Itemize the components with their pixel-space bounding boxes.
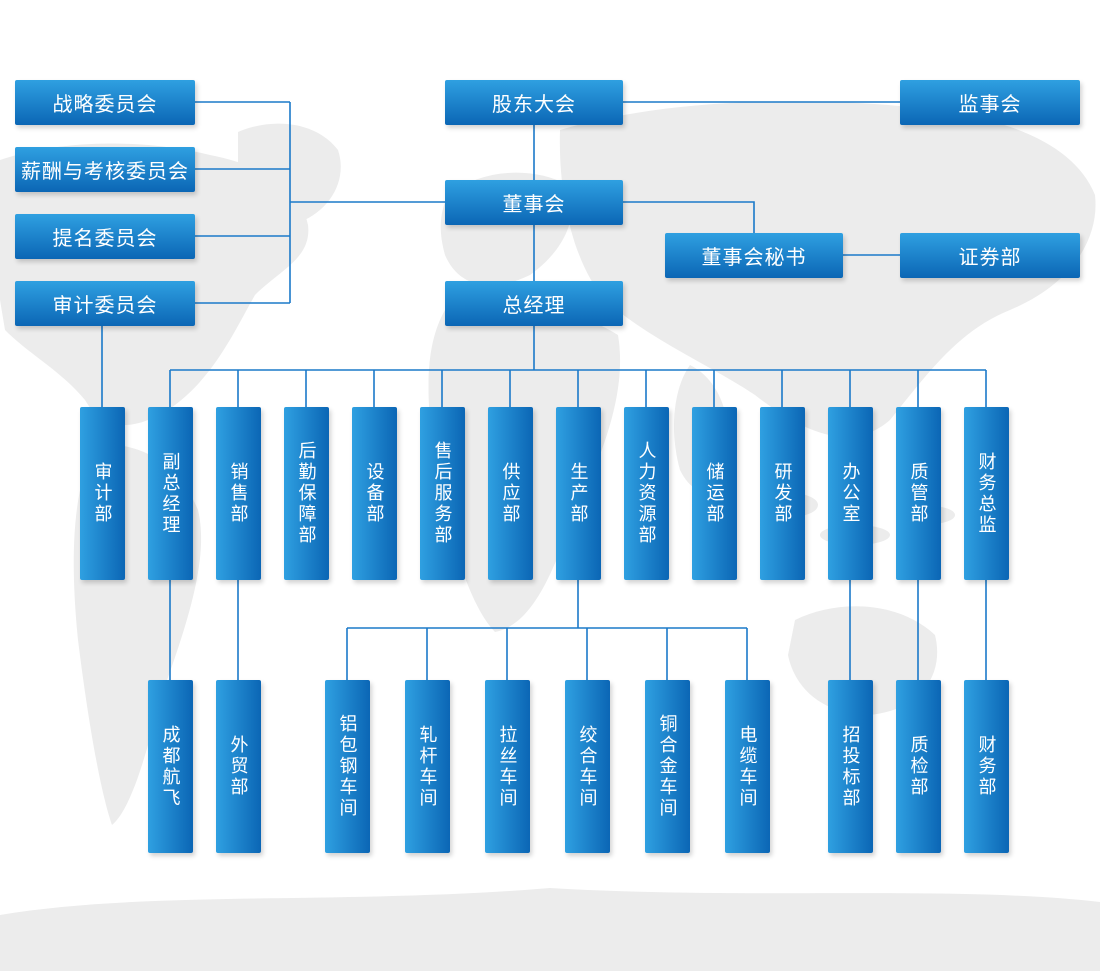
- node-supervisory-board: 监事会: [900, 80, 1080, 125]
- node-general-manager: 总经理: [445, 281, 623, 326]
- node-stranding-workshop: 绞合车间: [565, 680, 610, 853]
- node-chengdu-hangfei: 成都航飞: [148, 680, 193, 853]
- node-wire-drawing-workshop: 拉丝车间: [485, 680, 530, 853]
- node-deputy-general-manager: 副总经理: [148, 407, 193, 580]
- node-board-of-directors: 董事会: [445, 180, 623, 225]
- node-audit-committee: 审计委员会: [15, 281, 195, 326]
- node-production-dept: 生产部: [556, 407, 601, 580]
- node-storage-transport-dept: 储运部: [692, 407, 737, 580]
- node-strategy-committee: 战略委员会: [15, 80, 195, 125]
- node-rolling-rod-workshop: 轧杆车间: [405, 680, 450, 853]
- node-hr-dept: 人力资源部: [624, 407, 669, 580]
- node-sales-dept: 销售部: [216, 407, 261, 580]
- node-audit-dept: 审计部: [80, 407, 125, 580]
- node-alclad-steel-workshop: 铝包钢车间: [325, 680, 370, 853]
- node-equipment-dept: 设备部: [352, 407, 397, 580]
- node-copper-alloy-workshop: 铜合金车间: [645, 680, 690, 853]
- node-logistics-support-dept: 后勤保障部: [284, 407, 329, 580]
- node-quality-mgmt-dept: 质管部: [896, 407, 941, 580]
- node-finance-dept: 财务部: [964, 680, 1009, 853]
- node-bidding-dept: 招投标部: [828, 680, 873, 853]
- node-remuneration-committee: 薪酬与考核委员会: [15, 147, 195, 192]
- node-finance-director: 财务总监: [964, 407, 1009, 580]
- node-office: 办公室: [828, 407, 873, 580]
- node-securities-dept: 证券部: [900, 233, 1080, 278]
- node-shareholders-meeting: 股东大会: [445, 80, 623, 125]
- node-foreign-trade-dept: 外贸部: [216, 680, 261, 853]
- node-board-secretary: 董事会秘书: [665, 233, 843, 278]
- node-supply-dept: 供应部: [488, 407, 533, 580]
- node-rd-dept: 研发部: [760, 407, 805, 580]
- node-nomination-committee: 提名委员会: [15, 214, 195, 259]
- node-quality-inspection-dept: 质检部: [896, 680, 941, 853]
- node-aftersales-service-dept: 售后服务部: [420, 407, 465, 580]
- node-cable-workshop: 电缆车间: [725, 680, 770, 853]
